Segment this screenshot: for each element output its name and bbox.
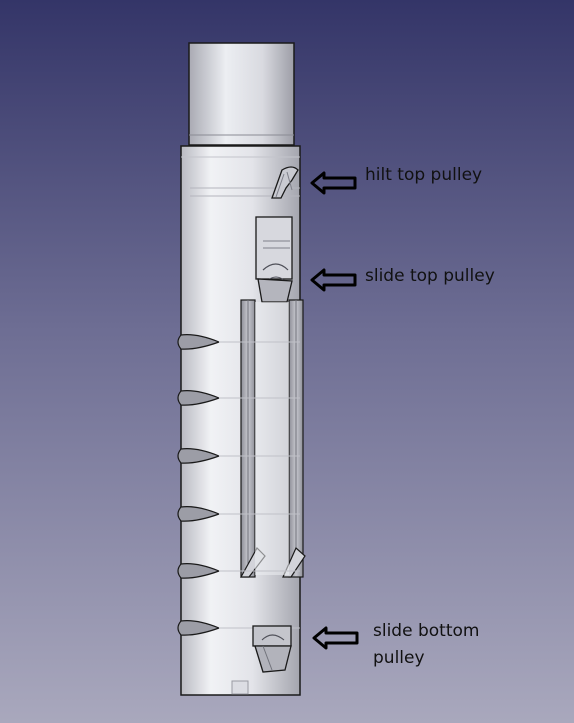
slide-bottom-pulley-label-line2: pulley	[373, 648, 425, 668]
slide-top-pulley-label: slide top pulley	[365, 266, 495, 286]
left-arrow-icon	[312, 626, 359, 650]
left-arrow-icon	[310, 171, 357, 195]
slide-bottom-pulley-label: slide bottom pulley	[373, 618, 479, 672]
slide-bottom-pulley[interactable]	[252, 625, 292, 673]
left-arrow-icon	[310, 268, 357, 292]
hilt-top-pulley-label: hilt top pulley	[365, 165, 483, 185]
slide-bottom-pulley-label-line1: slide bottom	[373, 621, 480, 641]
slide-channel	[255, 302, 289, 575]
emitter-cap[interactable]	[188, 42, 295, 146]
hilt-top-pulley[interactable]	[271, 166, 299, 199]
bottom-feature	[231, 680, 249, 695]
grip-ridges[interactable]	[177, 334, 221, 636]
slide-top-pulley[interactable]	[255, 216, 293, 303]
